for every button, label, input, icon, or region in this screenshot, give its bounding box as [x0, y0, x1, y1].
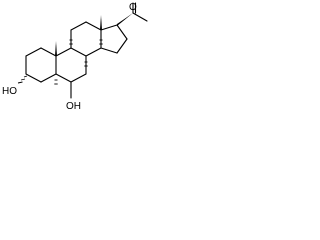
h-c9-hash — [84, 61, 88, 67]
ring-d — [100, 24, 128, 54]
hydroxyl-6-label: OH — [66, 101, 81, 112]
h-c14-hash — [99, 39, 103, 45]
acetyl-group — [117, 2, 148, 26]
hydroxyl-3-label: HO — [2, 86, 17, 97]
ketone-oxygen-label: O — [129, 2, 137, 13]
hydroxyl-3-bond — [17, 75, 28, 84]
h-c5-hash — [54, 79, 58, 85]
structure-diagram: O HO OH H H H H — [0, 0, 163, 131]
ring-c — [70, 21, 102, 57]
stereo-hydrogens — [54, 39, 103, 85]
c17-sidechain-wedge — [117, 13, 133, 26]
methyl-c18-wedge — [100, 15, 102, 30]
ring-a — [25, 47, 57, 83]
h-c8-hash — [69, 39, 73, 45]
methyl-c19-wedge — [55, 41, 57, 56]
molecule-drawing: O HO OH H H H H — [2, 2, 148, 112]
ring-b — [55, 47, 87, 83]
